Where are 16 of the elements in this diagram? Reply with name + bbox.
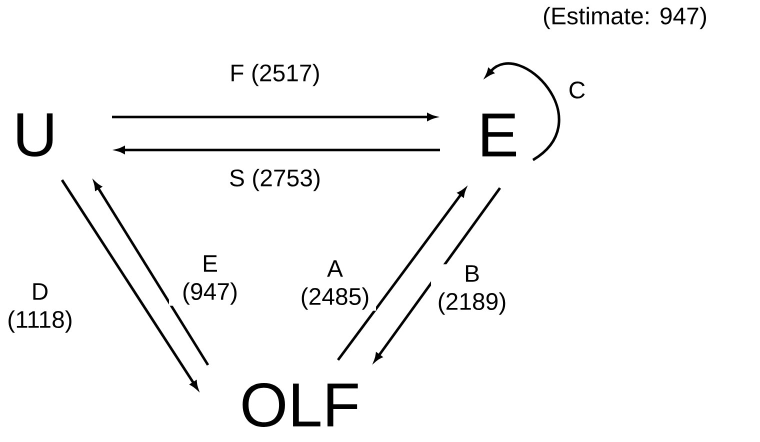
edge-label: E (947) xyxy=(169,254,251,306)
loop-arrow xyxy=(486,62,560,162)
edge-label: B (2189) xyxy=(431,264,513,316)
state-label: E xyxy=(482,114,516,156)
edge-label: S (2753) xyxy=(228,168,322,192)
arrow xyxy=(94,182,210,366)
edge-label: C xyxy=(567,80,587,100)
arrow xyxy=(336,188,466,361)
edge-label: A (2485) xyxy=(294,259,376,311)
edge-label: F (2517) xyxy=(228,62,322,88)
arrow xyxy=(60,179,198,390)
state-label: OLF xyxy=(242,383,358,427)
estimate-note: (Estimate: 947) xyxy=(544,6,706,30)
edge-label: D (1118) xyxy=(0,282,81,334)
arrow xyxy=(374,187,502,362)
state-label: U xyxy=(17,113,53,157)
